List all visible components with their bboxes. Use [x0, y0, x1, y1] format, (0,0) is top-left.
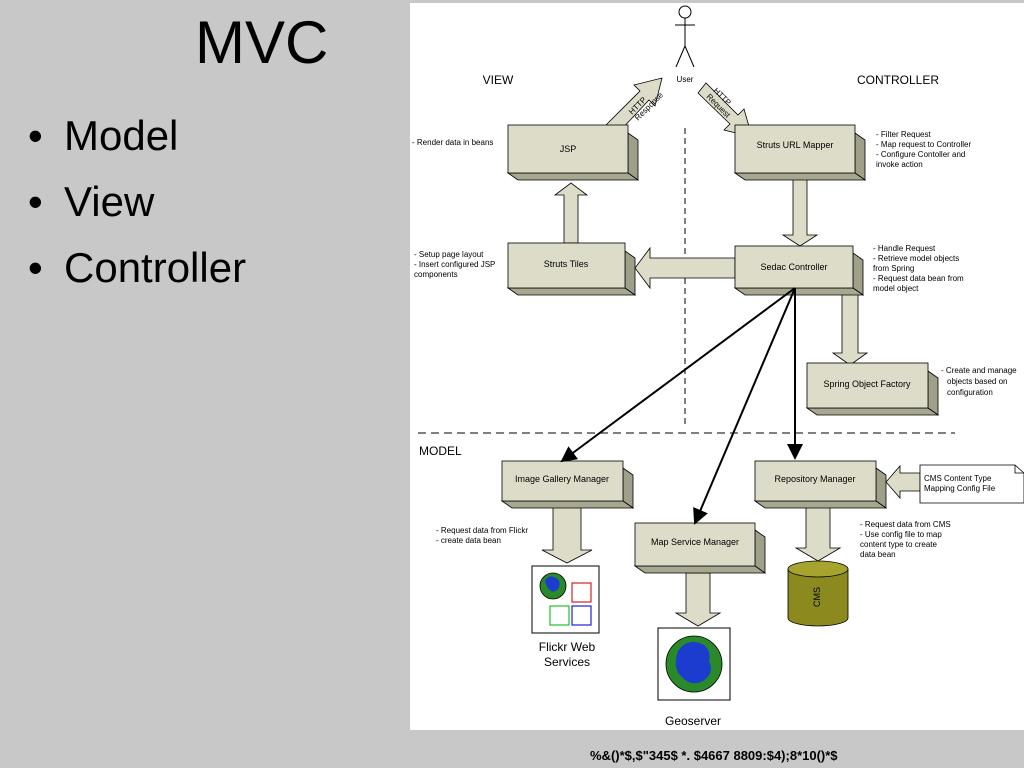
flickr-label-line2: Services — [544, 655, 590, 669]
repository-manager-box: Repository Manager — [753, 460, 888, 509]
note-filter-2: - Map request to Controller — [876, 140, 971, 149]
bullet-text: View — [64, 178, 155, 225]
bullet-dot: • — [28, 244, 43, 291]
jsp-box-label: JSP — [560, 144, 577, 154]
user-actor-icon — [675, 5, 695, 68]
note-handle-5: model object — [873, 284, 919, 293]
struts-url-mapper-label: Struts URL Mapper — [757, 140, 834, 150]
repository-manager-label: Repository Manager — [774, 474, 855, 484]
bullet-dot: • — [28, 178, 43, 225]
note-create-3: configuration — [947, 388, 993, 397]
note-render: - Render data in beans — [412, 138, 493, 147]
map-service-manager-label: Map Service Manager — [651, 537, 739, 547]
note-handle-3: from Spring — [873, 264, 914, 273]
note-create-1: - Create and manage — [941, 366, 1017, 375]
struts-tiles-box: Struts Tiles — [506, 242, 637, 296]
controller-to-mapservice-line — [693, 287, 796, 525]
controller-to-tiles-arrow — [634, 246, 736, 290]
sedac-controller-label: Sedac Controller — [760, 262, 827, 272]
note-flickr-2: - create data bean — [436, 536, 501, 545]
note-setup-1: - Setup page layout — [414, 250, 484, 259]
note-cms-2: - Use config file to map — [860, 530, 942, 539]
note-create-2: objects based on — [947, 377, 1008, 386]
struts-tiles-label: Struts Tiles — [544, 259, 589, 269]
controller-to-factory-arrow — [831, 290, 869, 366]
note-filter-1: - Filter Request — [876, 130, 931, 139]
config-to-repository-arrow — [885, 464, 921, 500]
cms-database-icon: CMS — [787, 560, 849, 627]
user-label: User — [677, 75, 694, 84]
jsp-box: JSP — [506, 124, 640, 181]
cms-config-document-icon: CMS Content Type Mapping Config File — [919, 464, 1024, 504]
bullet-dot: • — [28, 112, 43, 159]
tiles-to-jsp-arrow — [553, 182, 589, 244]
model-label: MODEL — [419, 444, 462, 458]
mapservice-to-geoserver-arrow — [674, 572, 722, 627]
mvc-diagram-panel: User VIEW CONTROLLER MODEL HTTP Response… — [410, 3, 1024, 730]
spring-object-factory-label: Spring Object Factory — [823, 379, 911, 389]
cms-config-line2: Mapping Config File — [924, 484, 996, 493]
controller-label: CONTROLLER — [857, 73, 939, 87]
cms-config-line1: CMS Content Type — [924, 474, 992, 483]
spring-object-factory-box: Spring Object Factory — [805, 362, 940, 416]
geoserver-globe-icon — [657, 627, 731, 701]
bullet-text: Model — [64, 112, 179, 159]
map-service-manager-box: Map Service Manager — [633, 522, 767, 574]
note-flickr-1: - Request data from Flickr — [436, 526, 528, 535]
cms-db-label: CMS — [812, 587, 822, 607]
note-cms-4: data bean — [860, 550, 896, 559]
bullet-text: Controller — [64, 244, 247, 291]
note-handle-1: - Handle Request — [873, 244, 936, 253]
geoserver-label: Geoserver — [665, 714, 721, 728]
image-gallery-manager-label: Image Gallery Manager — [515, 474, 609, 484]
flickr-web-services-icon — [531, 565, 600, 634]
mvc-diagram: User VIEW CONTROLLER MODEL HTTP Response… — [412, 5, 1024, 728]
note-cms-1: - Request data from CMS — [860, 520, 951, 529]
controller-to-gallery-line — [560, 287, 796, 463]
bullet-list: • Model • View • Controller — [28, 110, 246, 308]
bullet-item: • Model — [28, 110, 246, 176]
slide-footer: %&()*$,$"345$ *. $4667 8809:$4);8*10()*$ — [590, 748, 838, 763]
view-label: VIEW — [483, 73, 514, 87]
note-handle-4: - Request data bean from — [873, 274, 964, 283]
note-handle-2: - Retrieve model objects — [873, 254, 959, 263]
note-filter-4: invoke action — [876, 160, 923, 169]
mapper-to-controller-arrow — [781, 172, 819, 247]
note-setup-3: components — [414, 270, 458, 279]
note-filter-3: - Configure Contoller and — [876, 150, 965, 159]
note-cms-3: content type to create — [860, 540, 937, 549]
bullet-item: • Controller — [28, 242, 246, 308]
note-setup-2: - Insert configured JSP — [414, 260, 495, 269]
bullet-item: • View — [28, 176, 246, 242]
sedac-controller-box: Sedac Controller — [733, 245, 865, 296]
flickr-label-line1: Flickr Web — [539, 640, 596, 654]
repository-to-cms-arrow — [794, 505, 842, 562]
gallery-to-flickr-arrow — [541, 505, 593, 564]
slide-title: MVC — [195, 9, 329, 76]
image-gallery-manager-box: Image Gallery Manager — [500, 460, 635, 509]
struts-url-mapper-box: Struts URL Mapper — [733, 124, 867, 181]
